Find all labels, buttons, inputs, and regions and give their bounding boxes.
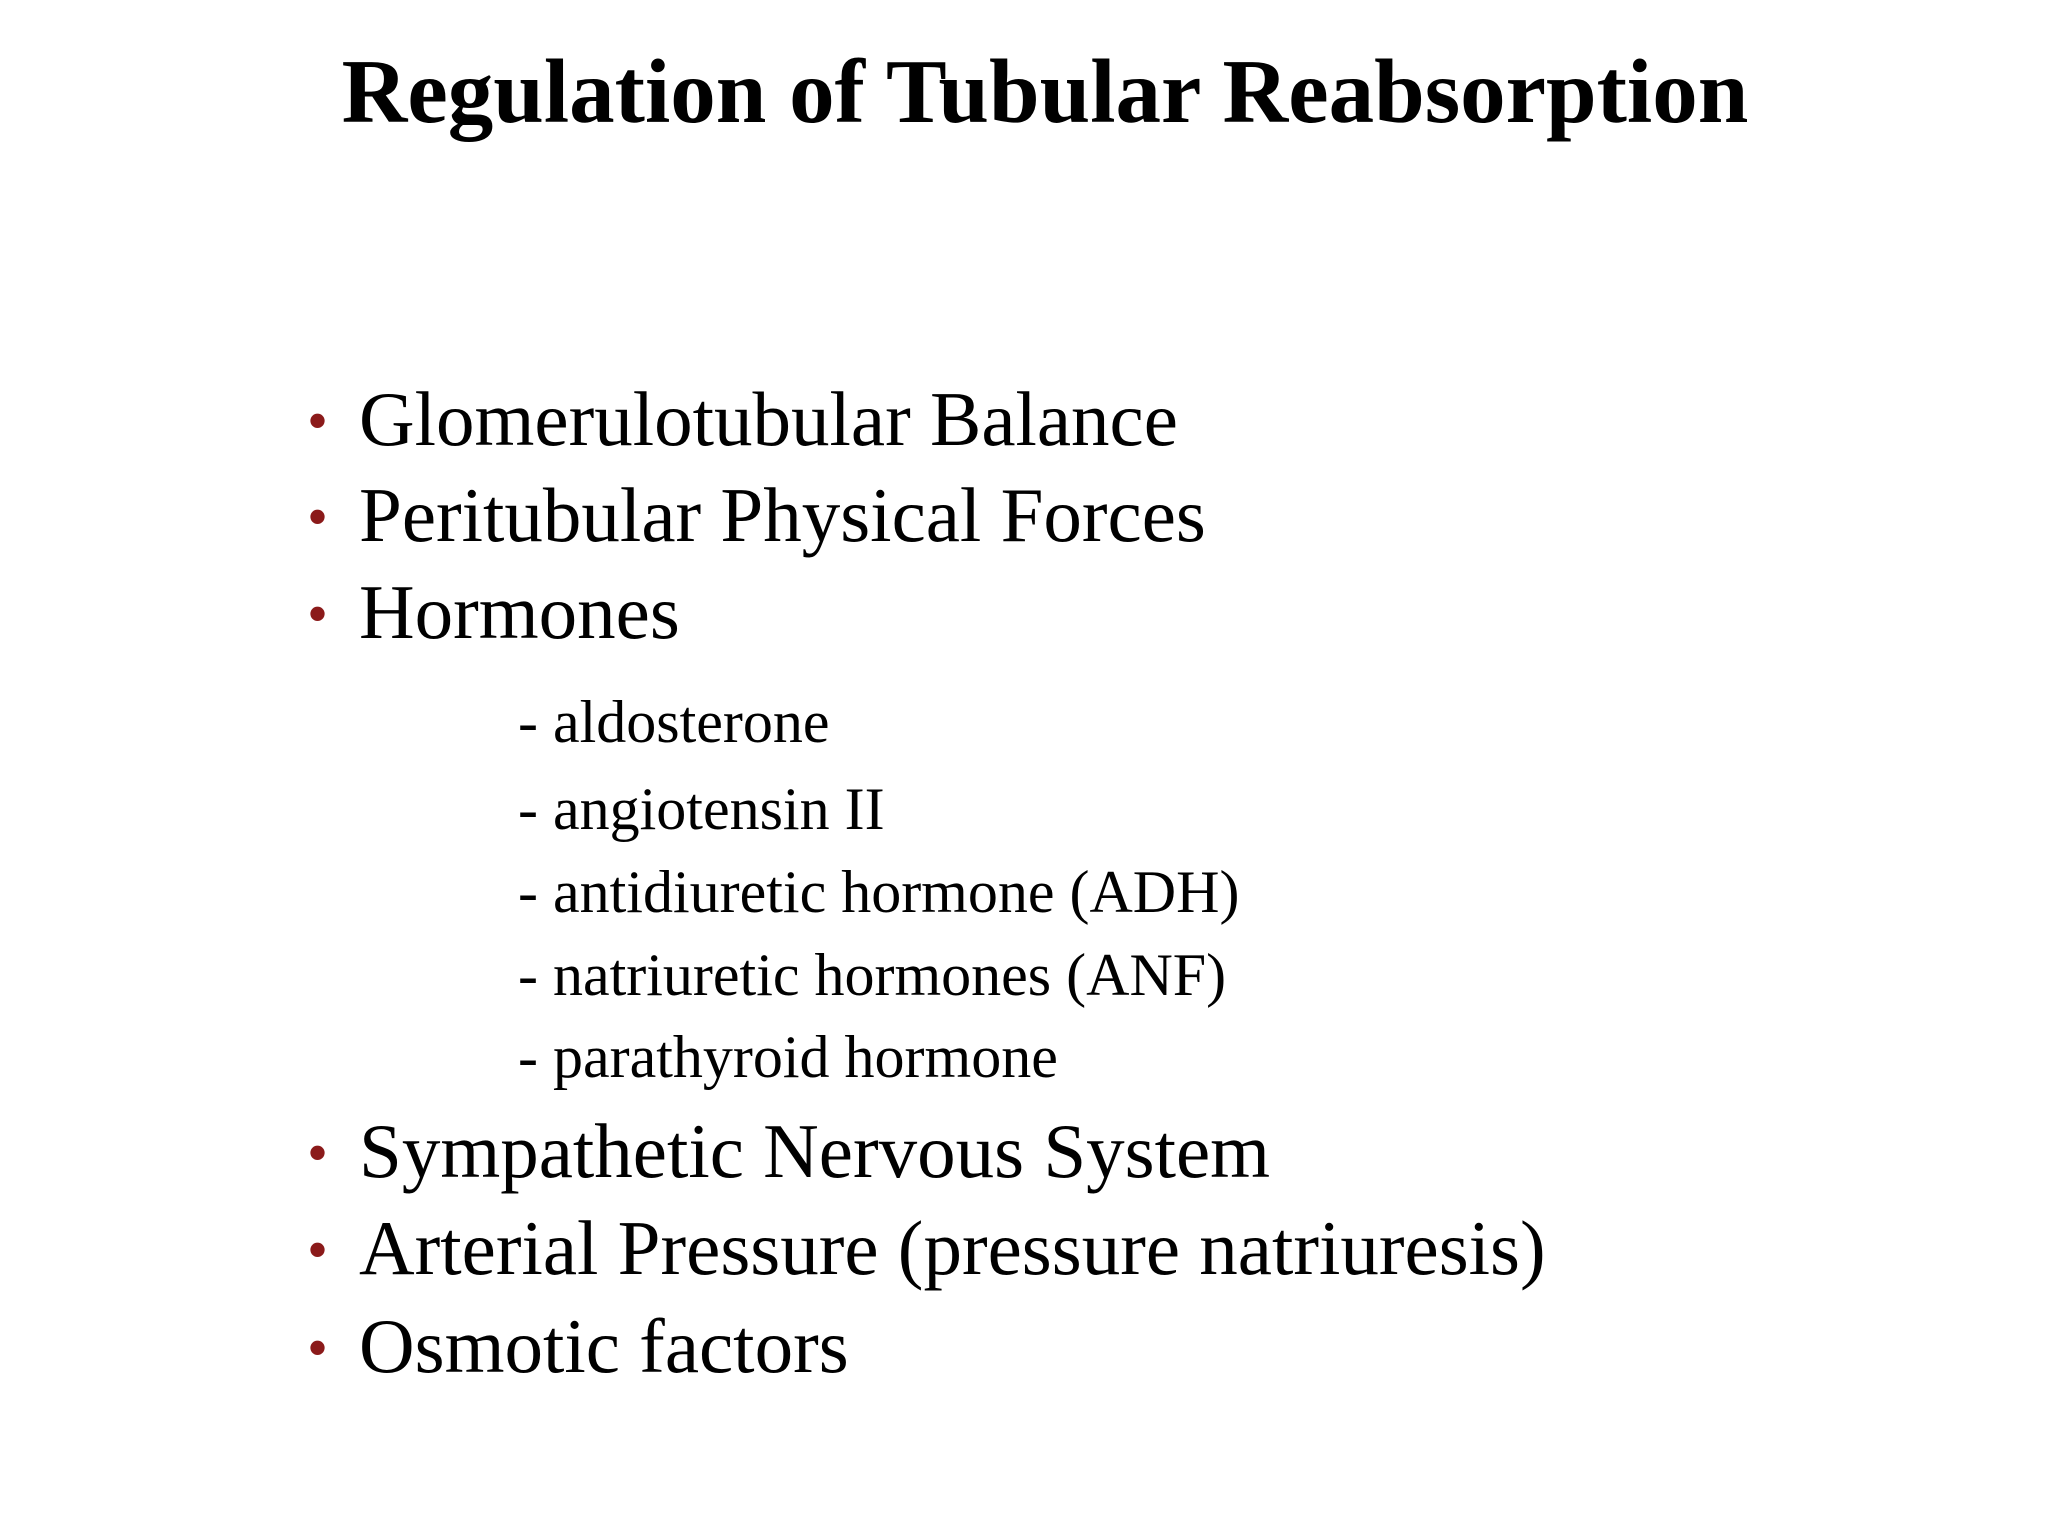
bullet-item-osmotic-factors: • Osmotic factors — [307, 1301, 849, 1393]
sub-item-angiotensin: - angiotensin II — [518, 776, 885, 842]
bullet-marker: • — [307, 1217, 329, 1283]
bullet-marker: • — [307, 1315, 329, 1381]
bullet-marker: • — [307, 388, 329, 454]
bullet-item-arterial-pressure: • Arterial Pressure (pressure natriuresis… — [307, 1203, 1546, 1295]
bullet-marker: • — [307, 1120, 329, 1186]
bullet-marker: • — [307, 484, 329, 550]
slide-title: Regulation of Tubular Reabsorption — [341, 41, 1749, 142]
sub-item-anf: - natriuretic hormones (ANF) — [518, 942, 1227, 1008]
sub-item-aldosterone: - aldosterone — [518, 689, 830, 755]
bullet-text: Arterial Pressure (pressure natriuresis) — [359, 1205, 1546, 1291]
bullet-text: Sympathetic Nervous System — [359, 1108, 1271, 1194]
bullet-item-glomerulotubular-balance: • Glomerulotubular Balance — [307, 374, 1178, 466]
bullet-text: Peritubular Physical Forces — [359, 472, 1206, 558]
bullet-text: Glomerulotubular Balance — [359, 376, 1178, 462]
bullet-item-peritubular-forces: • Peritubular Physical Forces — [307, 470, 1206, 562]
bullet-item-sympathetic: • Sympathetic Nervous System — [307, 1106, 1270, 1198]
bullet-text: Osmotic factors — [359, 1303, 849, 1389]
sub-item-adh: - antidiuretic hormone (ADH) — [518, 859, 1240, 925]
bullet-marker: • — [307, 581, 329, 647]
bullet-text: Hormones — [359, 569, 680, 655]
bullet-item-hormones: • Hormones — [307, 567, 680, 659]
sub-item-parathyroid: - parathyroid hormone — [518, 1024, 1058, 1090]
